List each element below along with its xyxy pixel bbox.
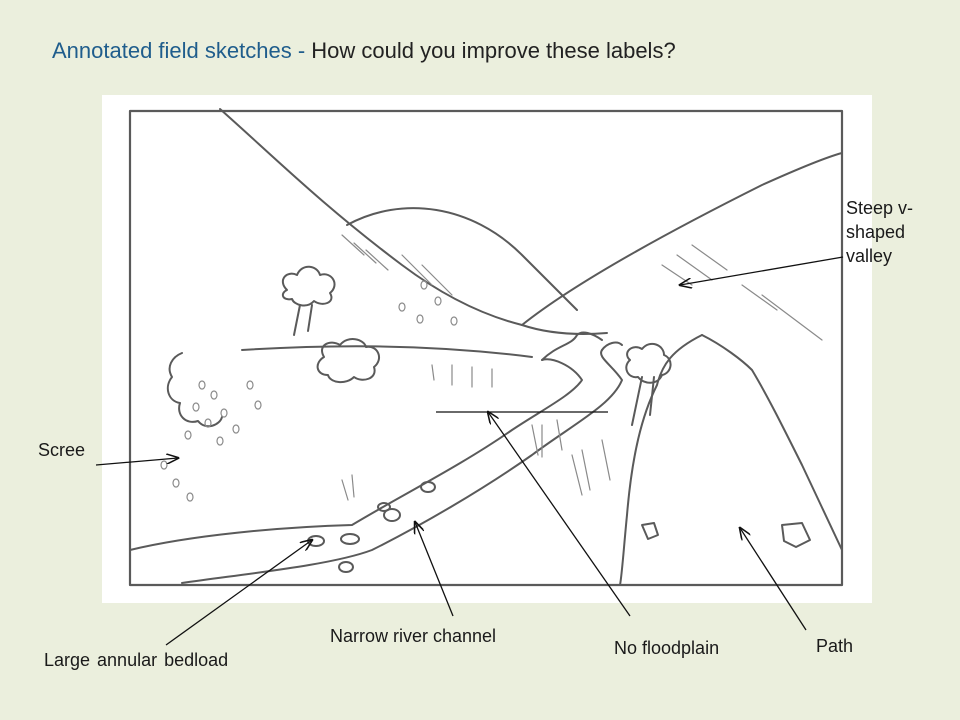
field-sketch	[102, 95, 872, 603]
river-bank-lower	[181, 349, 623, 584]
right-mountain-ridge	[521, 152, 843, 326]
bedload-rock-2	[340, 533, 360, 545]
page-title: Annotated field sketches - How could you…	[52, 38, 676, 64]
path-right-edge	[701, 334, 843, 551]
left-mountain-ridge	[219, 108, 523, 326]
scree-dots	[160, 280, 458, 502]
sketch-border	[128, 109, 844, 587]
tree-centre	[316, 338, 381, 383]
rock-path-1	[781, 522, 811, 548]
label-path: Path	[816, 636, 854, 656]
label-bedload: Large annular bedload	[44, 650, 229, 670]
bedload-rock-6	[377, 502, 391, 512]
bedload-rock-1	[307, 535, 325, 547]
valley-floor-line	[241, 345, 533, 358]
label-narrow-channel: Narrow river channel	[330, 626, 497, 646]
tree-right	[625, 342, 672, 384]
river-bank-upper	[129, 358, 583, 551]
bedload-rock-5	[338, 561, 354, 573]
title-prefix: Annotated field sketches -	[52, 38, 312, 63]
tree-left	[281, 265, 336, 307]
meander-upper	[541, 331, 603, 361]
scree-bushes	[166, 352, 223, 428]
bedload-rock-4	[420, 481, 436, 493]
valley-dip	[521, 324, 608, 336]
sketch-drawing	[128, 108, 844, 587]
label-no-floodplain: No floodplain	[614, 638, 720, 658]
rock-path-2	[641, 522, 659, 540]
tree-right-trunk	[631, 376, 655, 426]
tree-left-trunk	[293, 304, 313, 336]
meander-lower	[601, 341, 623, 351]
bedload-rock-3	[383, 508, 401, 522]
label-scree: Scree	[38, 440, 86, 460]
path-left-edge	[619, 334, 703, 586]
label-steep-valley: Steep v-shaped valley	[846, 198, 914, 266]
title-question: How could you improve these labels?	[311, 38, 676, 63]
back-hill	[346, 207, 578, 311]
